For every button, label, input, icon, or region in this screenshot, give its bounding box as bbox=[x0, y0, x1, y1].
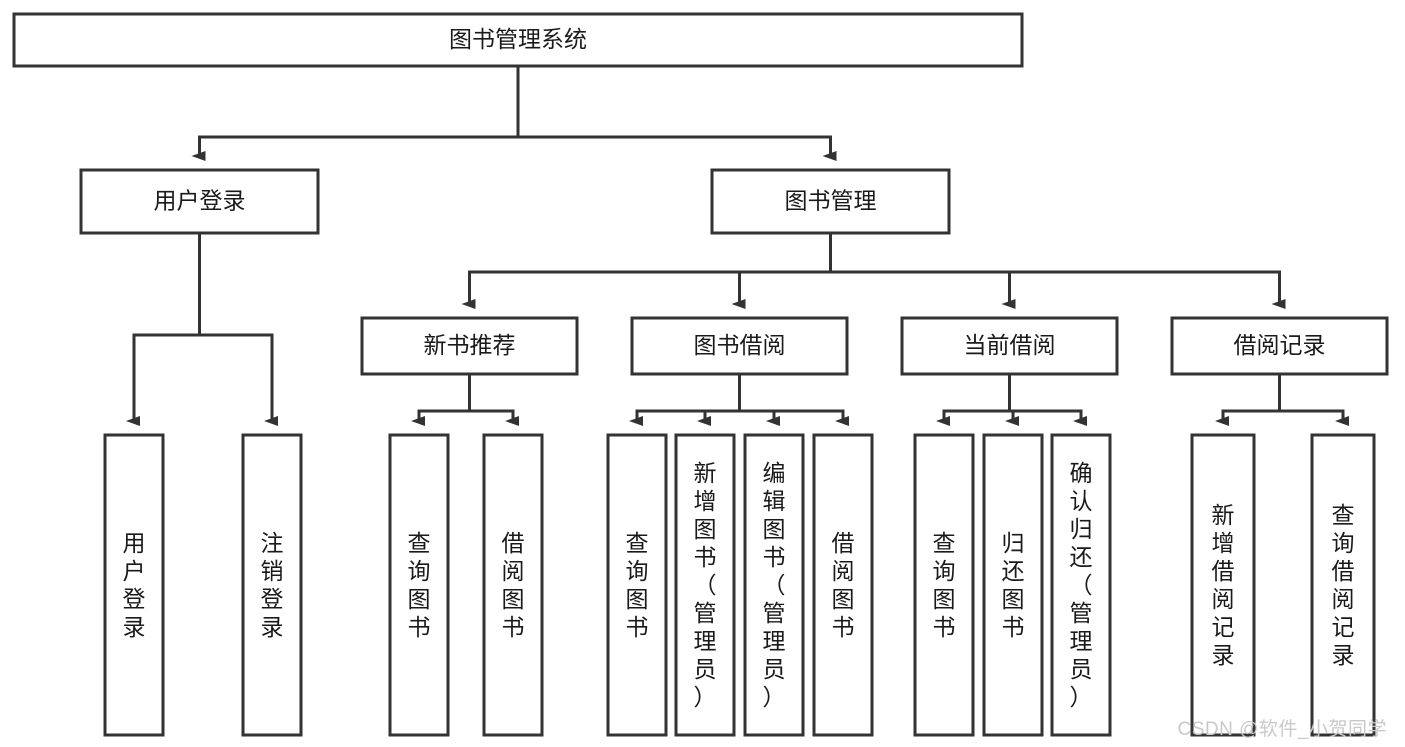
node-box bbox=[388, 433, 450, 737]
edge-借阅记录-to-新增借阅记录 bbox=[1215, 409, 1280, 426]
edge-借阅记录-to-查询借阅记录 bbox=[1279, 409, 1349, 426]
node-box bbox=[103, 433, 165, 737]
node-box bbox=[482, 433, 544, 737]
edge-user-to-用户登录 bbox=[126, 333, 200, 426]
node-leaf-借阅图书-7[interactable]: 借阅图书 bbox=[812, 433, 874, 737]
edge-manage-to-借阅记录 bbox=[830, 270, 1286, 309]
node-box bbox=[360, 316, 579, 376]
edge-当前借阅-to-确认归还管理员 bbox=[1009, 409, 1087, 426]
node-label: 用户登录 bbox=[123, 530, 146, 640]
edge-root-to-用户登录 bbox=[191, 135, 518, 161]
node-label: 借阅图书 bbox=[832, 530, 855, 640]
node-leaf-查询图书-8[interactable]: 查询图书 bbox=[913, 433, 975, 737]
node-l3-借阅记录-3[interactable]: 借阅记录 bbox=[1170, 316, 1389, 376]
node-label: 新书推荐 bbox=[424, 332, 516, 358]
node-label: 当前借阅 bbox=[964, 332, 1056, 358]
node-l2-图书管理-1[interactable]: 图书管理 bbox=[710, 168, 951, 235]
node-label: 借阅图书 bbox=[502, 530, 525, 640]
node-box bbox=[900, 316, 1119, 376]
node-box bbox=[743, 433, 805, 737]
node-label: 图书借阅 bbox=[694, 332, 786, 358]
node-leaf-查询图书-4[interactable]: 查询图书 bbox=[606, 433, 668, 737]
node-leaf-新增借阅记录-11[interactable]: 新增借阅记录 bbox=[1190, 433, 1256, 737]
node-box bbox=[1190, 433, 1256, 737]
node-box bbox=[1170, 316, 1389, 376]
node-leaf-编辑图书管理员-6[interactable]: 编辑图书（管理员） bbox=[743, 433, 805, 737]
node-box bbox=[1310, 433, 1376, 737]
node-box bbox=[674, 433, 736, 737]
edge-manage-to-当前借阅 bbox=[830, 270, 1016, 309]
node-label: 查询图书 bbox=[933, 530, 956, 640]
edge-manage-to-新书推荐 bbox=[461, 270, 831, 309]
node-leaf-用户登录-0[interactable]: 用户登录 bbox=[103, 433, 165, 737]
node-label: 归还图书 bbox=[1002, 530, 1025, 640]
node-label: 编辑图书（管理员） bbox=[763, 460, 786, 710]
node-box bbox=[606, 433, 668, 737]
node-root-图书管理系统-0[interactable]: 图书管理系统 bbox=[12, 12, 1024, 68]
node-label: 用户登录 bbox=[154, 188, 246, 214]
edge-图书借阅-to-借阅图书 bbox=[739, 409, 849, 426]
edge-新书推荐-to-借阅图书 bbox=[469, 409, 519, 426]
node-label: 查询图书 bbox=[408, 530, 431, 640]
node-label: 查询图书 bbox=[626, 530, 649, 640]
node-label: 查询借阅记录 bbox=[1332, 502, 1355, 668]
node-l3-新书推荐-0[interactable]: 新书推荐 bbox=[360, 316, 579, 376]
edge-root-to-图书管理 bbox=[518, 135, 837, 161]
node-box bbox=[1050, 433, 1112, 737]
node-leaf-新增图书管理员-5[interactable]: 新增图书（管理员） bbox=[674, 433, 736, 737]
node-layer: 图书管理系统用户登录图书管理新书推荐图书借阅当前借阅借阅记录用户登录注销登录查询… bbox=[12, 12, 1389, 737]
node-box bbox=[79, 168, 320, 235]
connector-layer bbox=[126, 66, 1349, 426]
node-label: 确认归还（管理员） bbox=[1070, 460, 1093, 710]
node-leaf-注销登录-1[interactable]: 注销登录 bbox=[241, 433, 303, 737]
node-leaf-归还图书-9[interactable]: 归还图书 bbox=[982, 433, 1044, 737]
edge-manage-to-图书借阅 bbox=[731, 270, 831, 309]
node-box bbox=[812, 433, 874, 737]
node-leaf-查询借阅记录-12[interactable]: 查询借阅记录 bbox=[1310, 433, 1376, 737]
node-box bbox=[982, 433, 1044, 737]
node-leaf-借阅图书-3[interactable]: 借阅图书 bbox=[482, 433, 544, 737]
node-label: 图书管理 bbox=[785, 188, 877, 214]
node-leaf-查询图书-2[interactable]: 查询图书 bbox=[388, 433, 450, 737]
node-l3-当前借阅-2[interactable]: 当前借阅 bbox=[900, 316, 1119, 376]
node-box bbox=[12, 12, 1024, 68]
node-label: 新增图书（管理员） bbox=[694, 460, 717, 710]
node-label: 新增借阅记录 bbox=[1212, 502, 1235, 668]
node-box bbox=[710, 168, 951, 235]
node-box bbox=[630, 316, 849, 376]
node-leaf-确认归还管理员-10[interactable]: 确认归还（管理员） bbox=[1050, 433, 1112, 737]
node-l3-图书借阅-1[interactable]: 图书借阅 bbox=[630, 316, 849, 376]
edge-user-to-注销登录 bbox=[199, 333, 278, 426]
edge-新书推荐-to-查询图书 bbox=[411, 409, 470, 426]
node-box bbox=[241, 433, 303, 737]
node-l2-用户登录-0[interactable]: 用户登录 bbox=[79, 168, 320, 235]
node-label: 借阅记录 bbox=[1234, 332, 1326, 358]
node-label: 注销登录 bbox=[261, 530, 284, 640]
node-label: 图书管理系统 bbox=[449, 26, 587, 52]
edge-图书借阅-to-新增图书管理员 bbox=[697, 409, 740, 426]
edge-当前借阅-to-查询图书 bbox=[936, 409, 1010, 426]
node-box bbox=[913, 433, 975, 737]
